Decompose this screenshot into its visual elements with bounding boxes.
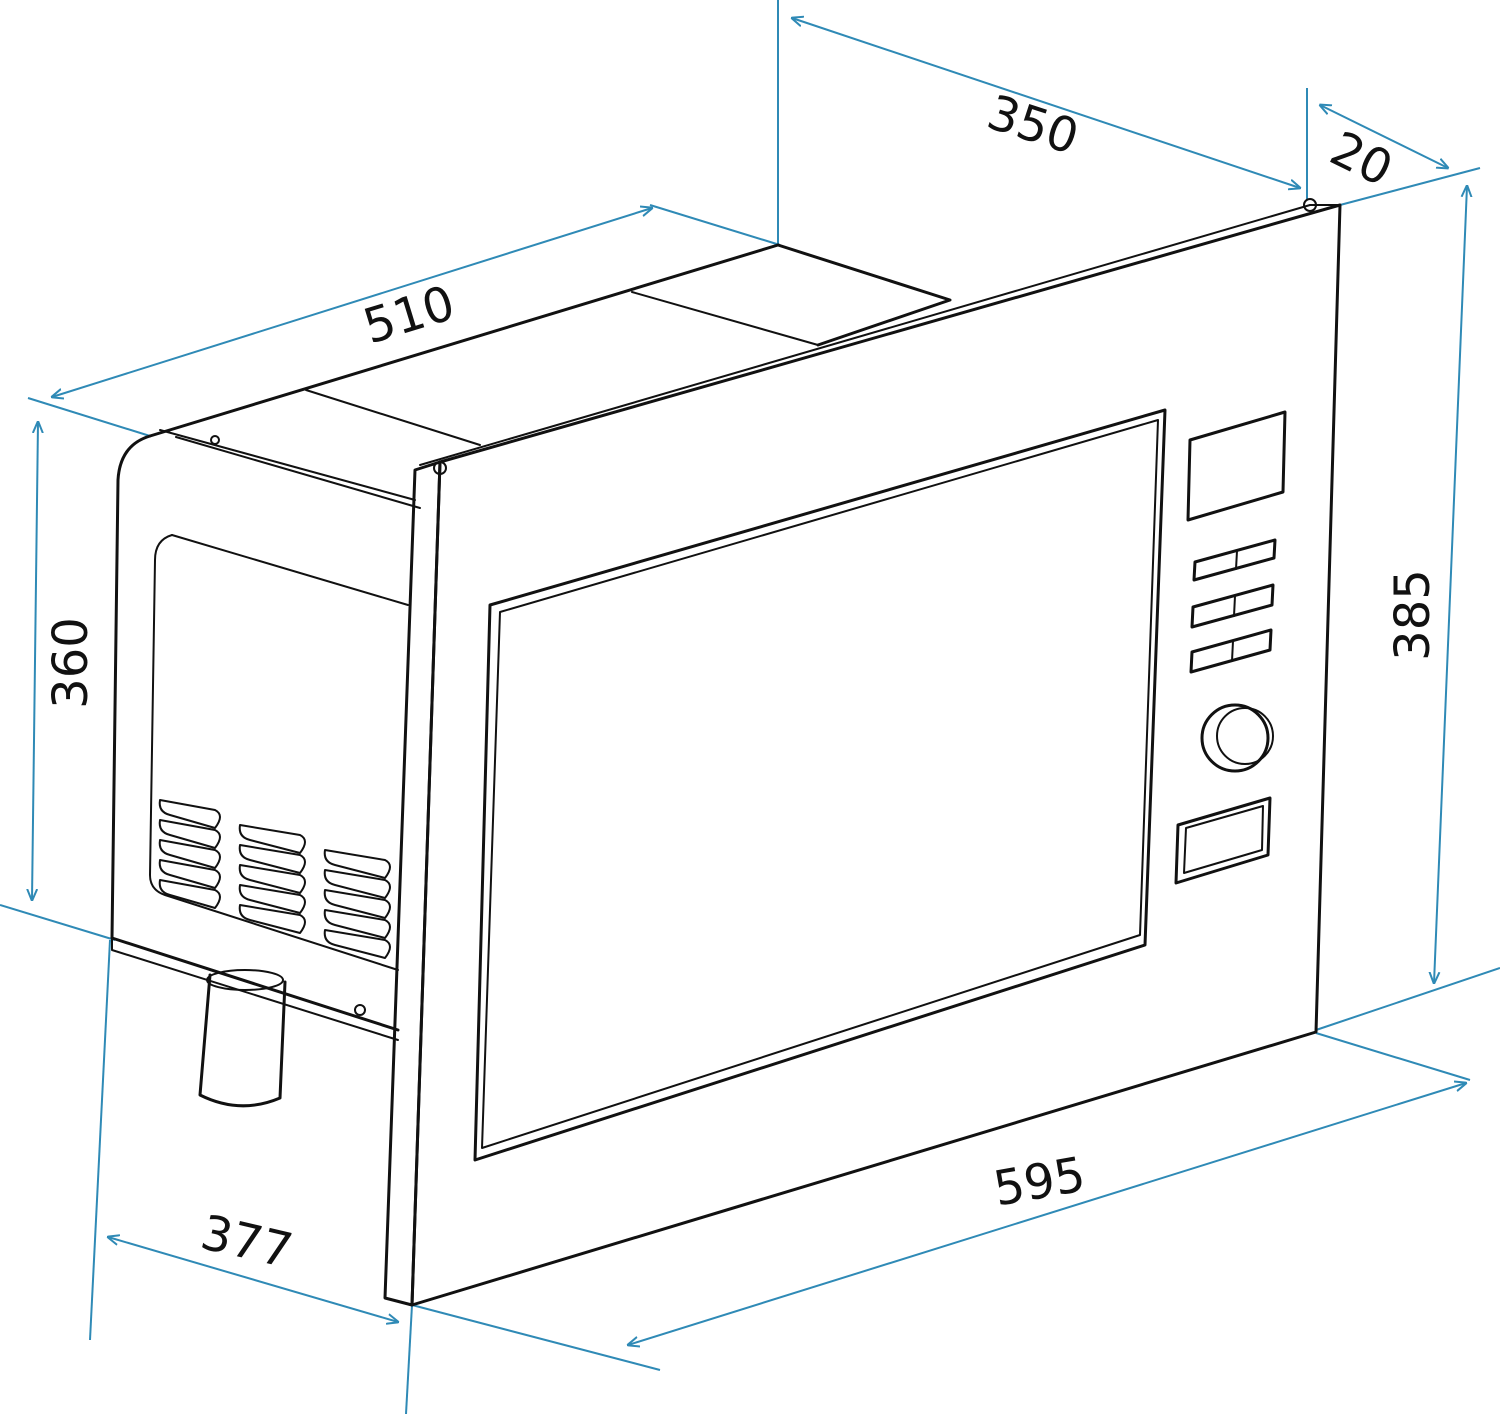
frame-top-edge	[419, 204, 1341, 466]
vent-slot	[158, 859, 221, 889]
control-panel	[1174, 410, 1287, 885]
vent-slot	[158, 819, 221, 849]
body-top-front-edge-inner	[175, 436, 421, 509]
label-frame-width: 595	[990, 1147, 1090, 1218]
label-frame-height: 385	[1385, 569, 1441, 661]
control-knob[interactable]	[1200, 703, 1270, 773]
panel-button[interactable]	[1190, 583, 1275, 629]
microwave-body	[110, 243, 952, 1108]
label-body-depth: 377	[196, 1204, 298, 1279]
body-bottom-edge	[111, 937, 399, 1041]
dim-377-extension-left	[89, 939, 111, 1341]
panel-button[interactable]	[1189, 628, 1273, 674]
vent-slot	[238, 844, 306, 874]
side-recess	[149, 534, 399, 971]
window-inner	[481, 419, 1159, 1149]
dim-510-line	[52, 208, 652, 397]
door-release-button[interactable]	[1174, 796, 1272, 885]
body-side-outline	[110, 434, 400, 1032]
dim-377-line	[108, 1237, 398, 1322]
vent-slot	[323, 929, 391, 959]
frame-screw-right	[1303, 198, 1317, 212]
vent-slot	[158, 879, 221, 909]
dim-360-extension-bottom	[0, 904, 116, 941]
panel-button[interactable]	[1192, 538, 1277, 582]
exhaust-pipe	[198, 973, 287, 1108]
exhaust-pipe-top	[206, 969, 284, 991]
label-body-width: 510	[357, 275, 461, 355]
vent-slot	[323, 849, 391, 879]
vent-slot	[238, 884, 306, 914]
vent-slot	[323, 869, 391, 899]
side-screw	[354, 1004, 366, 1016]
door-window	[473, 408, 1167, 1162]
dim-385-extension-bottom	[1315, 967, 1500, 1031]
vent-slot	[323, 909, 391, 939]
control-knob-face	[1216, 707, 1274, 765]
body-top-left-edge	[148, 243, 780, 438]
frame-screw-left	[433, 461, 447, 475]
vent-slot	[238, 864, 306, 894]
vent-slot	[158, 799, 221, 829]
display-screen	[1186, 410, 1287, 522]
label-top-depth: 350	[981, 84, 1085, 166]
dimension-labels: 350 20 510 360 385 595 377	[43, 84, 1441, 1279]
side-vents	[158, 799, 391, 959]
dim-595-extension-right	[1315, 1032, 1471, 1081]
dim-377-extension-right	[405, 1304, 413, 1414]
label-body-height: 360	[43, 617, 99, 709]
frame-edge	[383, 460, 442, 1307]
vent-slot	[158, 839, 221, 869]
dim-385-line	[1434, 186, 1467, 983]
button-divider	[1235, 550, 1238, 570]
body-top-seam-front	[305, 389, 481, 446]
top-screw	[210, 435, 220, 445]
front-frame	[383, 198, 1342, 1307]
body-top-rear	[776, 243, 952, 347]
frame-face	[410, 203, 1342, 1307]
dim-360-line	[32, 422, 38, 900]
dim-20-extension	[1339, 167, 1481, 206]
body-top-front-edge	[159, 429, 416, 501]
dim-20-line	[1320, 105, 1448, 168]
dim-595-extension-left	[411, 1304, 661, 1371]
dim-350-line	[792, 18, 1300, 188]
body-top-seam	[631, 291, 819, 346]
button-divider	[1231, 640, 1234, 662]
vent-slot	[238, 824, 306, 854]
label-frame-depth: 20	[1322, 121, 1401, 198]
vent-slot	[323, 889, 391, 919]
door-release-inner	[1183, 805, 1264, 874]
dim-510-extension-left	[27, 397, 151, 437]
vent-slot	[238, 904, 306, 934]
dim-595-line	[628, 1083, 1466, 1345]
button-divider	[1233, 595, 1236, 617]
side-recess-top	[171, 534, 409, 606]
window-outer	[473, 408, 1167, 1162]
dim-510-extension-right	[649, 204, 781, 246]
